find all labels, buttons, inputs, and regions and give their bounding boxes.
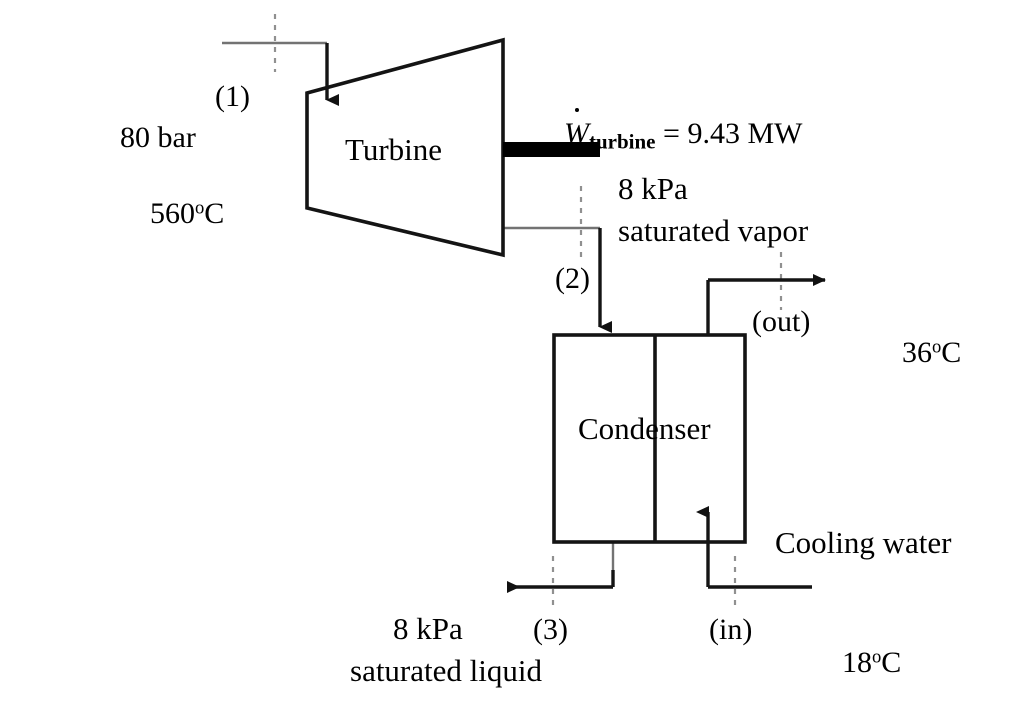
cw-out-temp-value: 36 [902,335,932,369]
work-subscript: turbine [589,129,656,154]
inlet-pressure-label: 80 bar [120,121,196,154]
turbine-shaft [503,142,600,157]
state-label-1: (1) [215,80,250,113]
turbine-label: Turbine [345,132,443,167]
cooling-water-inlet-temperature-label: 18oC [812,612,901,708]
inlet-temperature-label: 560oC [120,163,224,264]
turbine-exit-quality-label: saturated vapor [618,213,809,248]
cooling-water-label: Cooling water [775,525,952,560]
condenser-label: Condenser [578,411,711,446]
work-symbol: W [564,107,589,151]
degree-symbol-inlet: o [195,196,205,218]
turbine-exit-pressure-label: 8 kPa [618,171,688,206]
work-unit: MW [747,116,803,150]
cw-out-temp-unit: C [941,335,962,369]
degree-symbol-cw-out: o [932,335,942,357]
state-label-in: (in) [709,613,753,646]
condenser-exit-quality-label: saturated liquid [350,653,542,688]
condenser-body [552,333,747,544]
inlet-temperature-value: 560 [150,196,195,230]
state-label-out: (out) [752,305,811,338]
turbine-body [305,37,505,258]
cw-in-temp-value: 18 [842,645,872,679]
work-value: 9.43 [687,116,740,150]
cooling-water-outlet-temperature-label: 36oC [872,302,961,403]
turbine-work-label: Wturbine = 9.43 MW [534,83,802,184]
condenser-exit-pressure-label: 8 kPa [393,611,463,646]
work-equals-sign: = [663,116,680,150]
rate-dot-icon [574,107,579,112]
state-label-2: (2) [555,262,590,295]
state-cut-lines [273,14,783,608]
inlet-temperature-unit: C [204,196,225,230]
degree-symbol-cw-in: o [872,645,882,667]
cw-in-temp-unit: C [881,645,902,679]
state-label-3: (3) [533,613,568,646]
work-symbol-letter: W [564,116,589,150]
